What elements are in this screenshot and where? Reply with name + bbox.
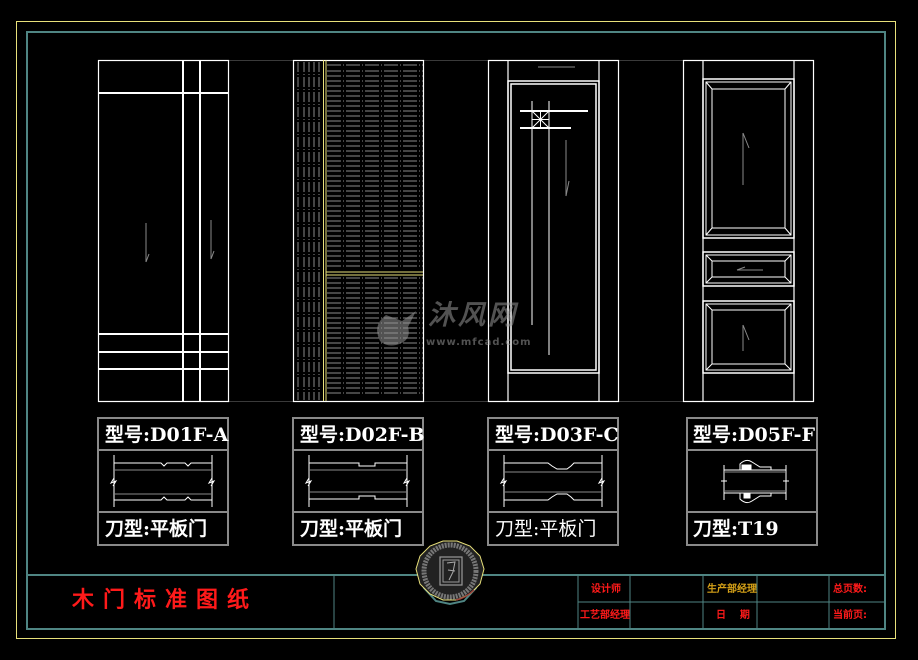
watermark-text: 沐风网 bbox=[428, 300, 518, 331]
company-seal-logo bbox=[415, 540, 485, 601]
door-blade-label-3: 刀型:平板门 bbox=[495, 518, 597, 540]
door-model-label-3: 型号:D03F-C bbox=[495, 424, 619, 446]
profile-section-d01f-a bbox=[109, 455, 216, 507]
door-d01f-a-elevation bbox=[97, 59, 230, 403]
door-model-label-2: 型号:D02F-B bbox=[300, 424, 425, 446]
profile-section-d02f-b bbox=[304, 455, 411, 507]
production-manager-label: 生产部经理 bbox=[707, 584, 757, 595]
total-pages-label: 总页数: bbox=[833, 584, 867, 595]
designer-label: 设计师 bbox=[591, 584, 621, 595]
watermark-logo-icon bbox=[377, 311, 416, 346]
door-blade-label-1: 刀型:平板门 bbox=[105, 518, 208, 540]
outer-frame bbox=[16, 21, 896, 639]
door-model-label-4: 型号:D05F-F bbox=[693, 424, 815, 446]
door-model-label-1: 型号:D01F-A bbox=[105, 424, 229, 446]
label-box-frames bbox=[97, 417, 818, 546]
current-page-label: 当前页: bbox=[833, 610, 867, 621]
door-blade-label-2: 刀型:平板门 bbox=[300, 518, 403, 540]
watermark-url: www.mfcad.com bbox=[426, 337, 532, 348]
profile-section-d03f-c bbox=[499, 455, 606, 507]
profile-section-d05f-f bbox=[721, 459, 789, 504]
door-blade-label-4: 刀型:T19 bbox=[693, 518, 779, 540]
process-manager-label: 工艺部经理 bbox=[580, 610, 630, 621]
date-label: 日 期 bbox=[716, 610, 750, 621]
drawing-title: 木门标准图纸 bbox=[72, 588, 259, 613]
inner-frame bbox=[26, 31, 886, 630]
door-d02f-b-elevation bbox=[292, 59, 425, 403]
door-d03f-c-elevation bbox=[487, 59, 620, 403]
door-d05f-f-elevation bbox=[682, 59, 815, 403]
